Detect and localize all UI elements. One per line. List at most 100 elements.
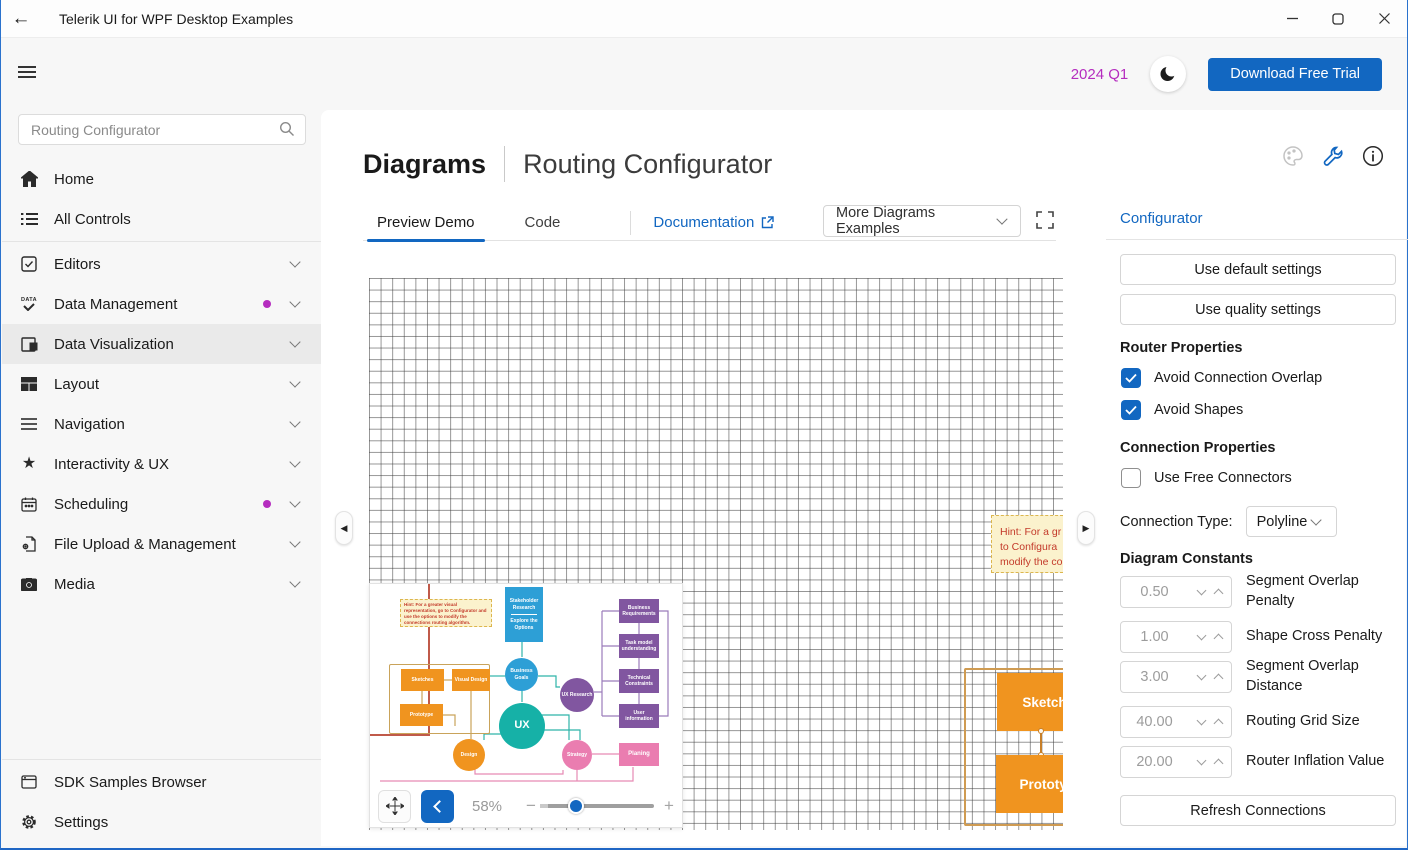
stepper-up-icon[interactable] xyxy=(1213,673,1224,684)
sidebar-item-interactivity-ux[interactable]: ★ Interactivity & UX xyxy=(2,444,321,484)
stepper-down-icon[interactable] xyxy=(1196,630,1207,641)
sidebar-item-label: Interactivity & UX xyxy=(54,455,170,473)
stepper-up-icon[interactable] xyxy=(1213,588,1224,599)
sidebar-item-editors[interactable]: Editors xyxy=(2,244,321,284)
connection-type-dropdown[interactable]: Polyline xyxy=(1245,506,1337,537)
home-icon xyxy=(18,171,40,187)
search-input[interactable] xyxy=(18,114,306,145)
sidebar-item-scheduling[interactable]: Scheduling xyxy=(2,484,321,524)
sidebar-item-file-upload[interactable]: File Upload & Management xyxy=(2,524,321,564)
stepper-up-icon[interactable] xyxy=(1213,633,1224,644)
canvas-hint-note: Hint: For a gr to Configura modify the c… xyxy=(991,515,1063,573)
maximize-icon xyxy=(1332,12,1344,25)
zoom-slider-thumb[interactable] xyxy=(567,798,584,814)
minimap-node-strategy: Strategy xyxy=(562,740,592,770)
stepper-down-icon[interactable] xyxy=(1196,715,1207,726)
stepper-down-icon[interactable] xyxy=(1196,755,1207,766)
zoom-in-button[interactable]: + xyxy=(663,796,674,815)
minimap-viewport-indicator[interactable] xyxy=(370,584,430,736)
theme-palette-button[interactable] xyxy=(1281,144,1305,168)
zoom-slider[interactable] xyxy=(539,798,654,814)
new-badge-dot xyxy=(263,500,271,508)
use-free-connectors-checkbox[interactable]: Use Free Connectors xyxy=(1121,468,1292,488)
diagram-connection[interactable] xyxy=(1038,728,1044,758)
documentation-link[interactable]: Documentation xyxy=(645,214,782,231)
configurator-wrench-button[interactable] xyxy=(1321,144,1345,168)
checkbox-label: Avoid Shapes xyxy=(1154,402,1244,418)
chevron-down-icon xyxy=(289,416,301,428)
stepper-up-icon[interactable] xyxy=(1213,718,1224,729)
dark-mode-toggle[interactable] xyxy=(1150,56,1187,92)
stepper-down-icon[interactable] xyxy=(1196,585,1207,596)
avoid-connection-overlap-checkbox[interactable]: Avoid Connection Overlap xyxy=(1121,368,1322,388)
browser-window-icon xyxy=(18,775,40,789)
diagram-group-outline[interactable] xyxy=(964,668,1063,826)
sidebar-item-label: Scheduling xyxy=(54,495,129,513)
sidebar-item-label: File Upload & Management xyxy=(54,535,236,553)
sidebar-item-settings[interactable]: Settings xyxy=(2,802,321,842)
diagram-constants-heading: Diagram Constants xyxy=(1120,551,1253,567)
back-button[interactable]: ← xyxy=(1,0,41,38)
stepper-up-icon[interactable] xyxy=(1213,758,1224,769)
stepper-down-icon[interactable] xyxy=(1196,670,1207,681)
canvas-scroll-right-button[interactable]: ▶ xyxy=(1077,511,1095,545)
wrench-icon xyxy=(1323,146,1343,166)
sidebar-item-label: Editors xyxy=(54,255,101,273)
minimap-connections xyxy=(380,610,669,782)
sidebar-item-data-visualization[interactable]: Data Visualization xyxy=(2,324,321,364)
file-gear-icon xyxy=(18,536,40,552)
sidebar-item-all-controls[interactable]: All Controls xyxy=(2,199,321,239)
info-button[interactable] xyxy=(1361,144,1385,168)
refresh-connections-button[interactable]: Refresh Connections xyxy=(1120,795,1396,826)
download-free-trial-button[interactable]: Download Free Trial xyxy=(1208,57,1382,91)
pan-mode-button[interactable] xyxy=(378,789,411,823)
segment-overlap-distance-stepper[interactable]: 3.00 xyxy=(1120,660,1232,693)
back-arrow-icon: ← xyxy=(11,7,31,29)
menu-lines-icon xyxy=(18,418,40,430)
collapse-minimap-button[interactable] xyxy=(421,789,454,823)
segment-overlap-penalty-row: 0.50 Segment Overlap Penalty xyxy=(1120,572,1401,611)
sidebar-item-data-management[interactable]: DATA Data Management xyxy=(2,284,321,324)
minimap-group-outline xyxy=(389,664,490,734)
maximize-button[interactable] xyxy=(1315,0,1361,38)
hamburger-menu-icon[interactable] xyxy=(18,66,36,78)
sidebar-divider xyxy=(2,241,321,242)
use-default-settings-button[interactable]: Use default settings xyxy=(1120,254,1396,285)
close-button[interactable] xyxy=(1361,0,1407,38)
sidebar-item-home[interactable]: Home xyxy=(2,159,321,199)
tab-preview-demo[interactable]: Preview Demo xyxy=(363,205,489,242)
minimap-hint-note: Hint: For a greater visual representatio… xyxy=(400,599,492,627)
configurator-title[interactable]: Configurator xyxy=(1120,210,1203,227)
routing-grid-size-stepper[interactable]: 40.00 xyxy=(1120,706,1232,738)
sidebar-item-media[interactable]: Media xyxy=(2,564,321,604)
diagram-shape-prototype[interactable]: Prototype xyxy=(996,755,1063,813)
shape-cross-penalty-stepper[interactable]: 1.00 xyxy=(1120,621,1232,653)
canvas-scroll-left-button[interactable]: ◀ xyxy=(335,511,353,545)
sidebar-item-label: Settings xyxy=(54,813,109,831)
minimap-node-visual-design: Visual Design xyxy=(452,669,490,691)
list-icon xyxy=(18,212,40,226)
version-link[interactable]: 2024 Q1 xyxy=(1070,65,1129,83)
tab-code[interactable]: Code xyxy=(524,214,561,231)
avoid-shapes-checkbox[interactable]: Avoid Shapes xyxy=(1121,400,1243,420)
shape-cross-penalty-row: 1.00 Shape Cross Penalty xyxy=(1120,621,1401,653)
minimize-button[interactable] xyxy=(1269,0,1315,38)
diagram-minimap: Hint: For a greater visual representatio… xyxy=(369,583,683,828)
stepper-label: Segment Overlap Distance xyxy=(1246,658,1359,694)
zoom-out-button[interactable]: − xyxy=(526,796,536,815)
chevron-down-icon xyxy=(289,256,301,268)
fullscreen-button[interactable] xyxy=(1035,210,1057,232)
use-quality-settings-button[interactable]: Use quality settings xyxy=(1120,294,1396,325)
sidebar-item-layout[interactable]: Layout xyxy=(2,364,321,404)
router-inflation-value-stepper[interactable]: 20.00 xyxy=(1120,746,1232,778)
sidebar-item-label: Home xyxy=(54,170,95,188)
minimap-node-sketches: Sketches xyxy=(401,669,444,691)
minimap-view[interactable]: Hint: For a greater visual representatio… xyxy=(370,584,684,787)
palette-icon xyxy=(1283,146,1303,166)
segment-overlap-penalty-stepper[interactable]: 0.50 xyxy=(1120,575,1232,608)
more-diagrams-examples-dropdown[interactable]: More Diagrams Examples xyxy=(823,205,1021,237)
sidebar-item-sdk-samples[interactable]: SDK Samples Browser xyxy=(2,762,321,802)
sidebar-item-navigation[interactable]: Navigation xyxy=(2,404,321,444)
diagram-shape-sketches[interactable]: Sketches xyxy=(997,673,1063,731)
